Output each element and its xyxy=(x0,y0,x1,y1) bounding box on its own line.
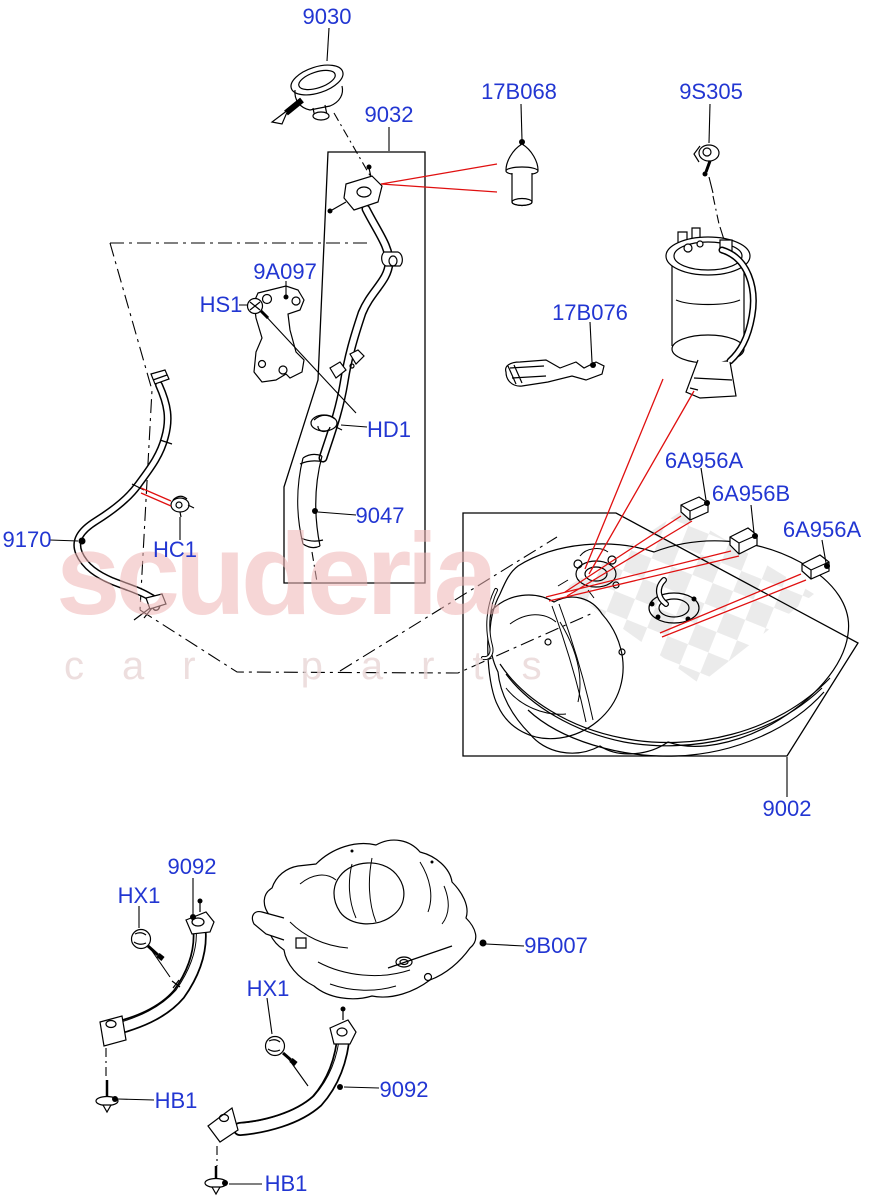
front-strap-drawing xyxy=(99,898,215,1047)
part-label-HX1-2: HX1 xyxy=(246,976,290,1001)
watermark-brand: scuderia xyxy=(56,509,498,639)
lower-filler-pipe-drawing xyxy=(297,453,325,549)
filler-stopper-drawing xyxy=(505,139,539,207)
part-label-9S305: 9S305 xyxy=(679,79,743,104)
part-label-HX1-1: HX1 xyxy=(117,883,161,908)
part-label-HC1: HC1 xyxy=(152,537,198,562)
part-label-17B068: 17B068 xyxy=(481,79,557,104)
part-label-9032: 9032 xyxy=(364,102,414,127)
label-leader-lines xyxy=(49,27,827,1185)
part-label-17B076: 17B076 xyxy=(552,300,628,325)
rear-strap-bolt-drawing xyxy=(264,1035,298,1066)
pipe-clip-hd1-drawing xyxy=(310,414,343,433)
fuel-cap-drawing xyxy=(270,64,344,125)
front-strap-bolt-drawing xyxy=(130,928,165,961)
checker-watermark xyxy=(566,512,814,684)
part-label-HD1: HD1 xyxy=(366,417,412,442)
part-label-9030: 9030 xyxy=(302,4,352,29)
part-label-6A956A-1: 6A956A xyxy=(664,448,744,473)
part-label-9092-2: 9092 xyxy=(379,1077,429,1102)
front-strap-nut-drawing xyxy=(95,1080,119,1114)
part-label-9047: 9047 xyxy=(355,503,405,528)
heat-shield-drawing xyxy=(251,839,487,1000)
red-pointer-lines xyxy=(140,163,807,638)
part-label-9092-1: 9092 xyxy=(167,854,217,879)
filler-pipe-group-box xyxy=(283,151,426,584)
part-label-HB1-2: HB1 xyxy=(264,1171,308,1196)
support-bracket-drawing xyxy=(505,359,605,387)
phantom-boundary-lines xyxy=(105,112,720,1166)
part-label-HS1: HS1 xyxy=(199,292,243,317)
part-label-HB1-1: HB1 xyxy=(154,1088,198,1113)
fuel-pump-module-drawing xyxy=(665,227,757,399)
part-label-9B007: 9B007 xyxy=(524,933,588,958)
part-label-9A097: 9A097 xyxy=(253,259,317,284)
part-label-6A956B: 6A956B xyxy=(711,481,791,506)
part-label-6A956A-2: 6A956A xyxy=(782,517,862,542)
rear-strap-drawing xyxy=(207,1006,357,1143)
fuel-tank-group-box xyxy=(462,512,859,757)
pad-middle-drawing xyxy=(729,527,758,555)
pipe-bracket-drawing xyxy=(253,285,305,383)
vent-valve-drawing xyxy=(693,144,727,247)
part-label-9002: 9002 xyxy=(762,796,812,821)
rear-strap-nut-drawing xyxy=(204,1166,228,1196)
hose-clip-drawing xyxy=(170,495,195,518)
pad-lower-drawing xyxy=(801,554,830,580)
watermark-tagline: car parts xyxy=(64,644,580,688)
part-label-9170: 9170 xyxy=(2,527,52,552)
filler-pipe-drawing xyxy=(318,164,403,463)
fuel-tank-drawing xyxy=(481,540,850,757)
pad-upper-drawing xyxy=(680,496,710,521)
